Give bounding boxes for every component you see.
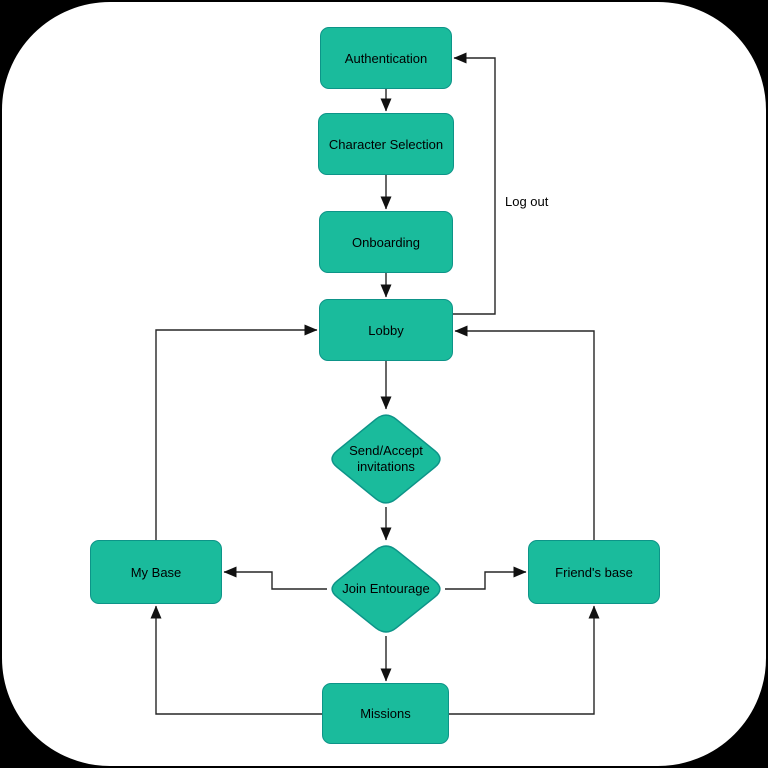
node-friends-base[interactable]: Friend's base [528,540,660,604]
edge-missions-to-friends-base [449,605,600,715]
edge-join-entourage-to-friends-base [445,566,527,590]
edge-label-log-out: Log out [505,194,549,209]
node-join-entourage-label: Join Entourage [342,580,430,596]
edge-join-entourage-to-my-base [223,566,327,590]
node-missions[interactable]: Missions [322,683,449,744]
node-onboarding[interactable]: Onboarding [319,211,453,273]
node-lobby[interactable]: Lobby [319,299,453,361]
node-join-entourage[interactable]: Join Entourage [327,542,445,636]
edge-missions-to-my-base [150,605,322,715]
node-lobby-label: Lobby [368,322,404,338]
node-missions-label: Missions [360,706,411,721]
diamond-shape-icon [331,414,441,504]
node-authentication-label: Authentication [344,50,428,66]
node-friends-base-label: Friend's base [555,564,633,580]
edge-friends-base-to-lobby [454,325,595,540]
node-onboarding-label: Onboarding [352,234,420,250]
edge-my-base-to-lobby [155,324,318,540]
node-character-selection[interactable]: Character Selection [318,113,454,175]
node-my-base-label: My Base [130,564,182,580]
node-character-selection-label: Character Selection [328,136,444,152]
node-send-accept-invitations[interactable]: Send/Accept invitations [327,411,445,507]
diamond-shape-icon [331,545,441,633]
node-authentication[interactable]: Authentication [320,27,452,89]
edge-lobby-to-authentication-logout [453,52,496,315]
node-my-base[interactable]: My Base [90,540,222,604]
node-send-accept-invitations-label: Send/Accept invitations [349,442,423,474]
